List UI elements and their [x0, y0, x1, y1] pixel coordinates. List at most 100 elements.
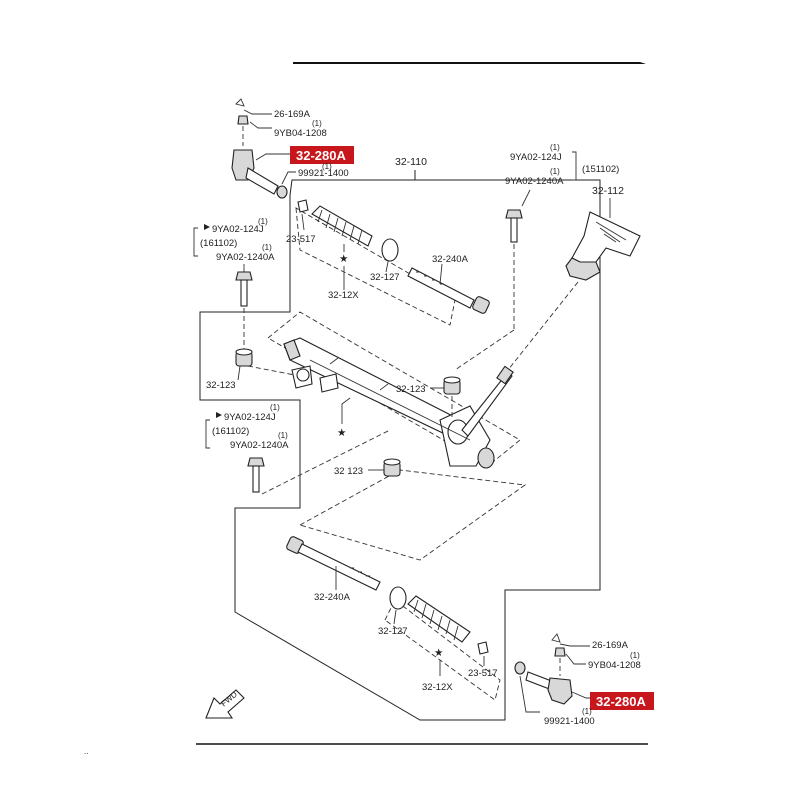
- label-32-240a-top: 32-240A: [432, 254, 469, 265]
- castle-nut-top: [237, 115, 249, 125]
- top-rule: [293, 62, 646, 64]
- dash-insulator-to-shaft: [499, 281, 579, 381]
- clip-23-517-bot: [477, 641, 489, 655]
- castle-nut-bot: [554, 647, 566, 657]
- label-9ya02-1240a-tr: 9YA02-1240A: [505, 176, 564, 187]
- label-9ya02-1240a-l1: 9YA02-1240A: [216, 252, 275, 263]
- dash-bolt-tr-2: [454, 329, 515, 371]
- rack-housing-dash-box: [267, 311, 521, 467]
- clip-23-517-top: [297, 199, 309, 213]
- label-32-123-left: 32-123: [206, 380, 236, 391]
- leader-9yb04-bot: [565, 653, 586, 665]
- label-32-112: 32-112: [592, 185, 624, 197]
- mount-bushing-left: [235, 348, 253, 367]
- label-9ya02-124j-tr: 9YA02-124J: [510, 152, 562, 163]
- leader-23-517-top: [301, 213, 305, 231]
- assembly-frame: [199, 170, 601, 721]
- dash-bushing-left: [247, 365, 301, 377]
- qty-9ya02-1240a-l2: (1): [278, 431, 288, 440]
- qty-9ya02-1240a-tr: (1): [550, 167, 560, 176]
- boot-top: [311, 205, 373, 247]
- leader-star-middle: [341, 397, 351, 424]
- arrow-l1: [204, 224, 210, 230]
- tie-rod-end-arm-top: [245, 167, 279, 195]
- rack-housing: [283, 337, 514, 469]
- mount-bushing-low: [383, 458, 401, 477]
- label-23-517-bot: 23-517: [468, 668, 498, 679]
- dash-insulator-32-112: [565, 211, 641, 281]
- bracket-l1: [193, 227, 198, 257]
- leader-26-169a-top: [243, 109, 272, 115]
- label-9ya02-1240a-l2: 9YA02-1240A: [230, 440, 289, 451]
- inner-tie-rod-top: [407, 267, 490, 314]
- highlight-label-32-280a-bot[interactable]: 32-280A: [596, 694, 646, 709]
- leader-9yb04-top: [249, 121, 272, 129]
- boot-clamp-bot: [389, 586, 407, 610]
- corner-mark: ..: [84, 747, 88, 756]
- highlight-label-32-280a-top[interactable]: 32-280A: [296, 148, 346, 163]
- leader-26-169a-bot: [559, 643, 590, 647]
- label-32-110: 32-110: [395, 156, 427, 168]
- label-32-12x-bot: 32-12X: [422, 682, 453, 693]
- lock-nut-top: [276, 185, 288, 199]
- leader-9ya02-tr: [521, 189, 531, 207]
- label-26-169a-bot: 26-169A: [592, 640, 629, 651]
- label-9ya02-124j-l1: 9YA02-124J: [212, 224, 264, 235]
- label-23-517-top: 23-517: [286, 234, 316, 245]
- arrow-l2: [216, 412, 222, 418]
- leader-32-280a-bot: [571, 691, 592, 699]
- upper-boot-dash-box: [295, 207, 456, 326]
- bracket-tr: [572, 151, 577, 181]
- bolt-l1: [235, 271, 253, 307]
- qty-9yb04-bot: (1): [630, 651, 640, 660]
- label-9yb04-bot: 9YB04-1208: [588, 660, 641, 671]
- lower-boot-dash-box: [384, 599, 501, 701]
- mount-bushing-mid: [443, 376, 461, 395]
- label-32-123-mid: 32-123: [396, 384, 426, 395]
- qty-99921-top: (1): [322, 162, 332, 171]
- leader-32-280a-top: [255, 153, 290, 161]
- label-161102-l1: (161102): [200, 238, 237, 249]
- tie-rod-end-top: [231, 98, 288, 199]
- leader-32-240a-top: [439, 263, 443, 285]
- qty-9ya02-1240a-l1: (1): [262, 243, 272, 252]
- boot-clamp-top: [381, 238, 399, 262]
- label-161102-l2: (161102): [212, 426, 249, 437]
- highlight-box-32-280a-bot[interactable]: [590, 692, 654, 710]
- star-middle: ★: [337, 427, 347, 439]
- label-99921-top: 99921-1400: [298, 168, 349, 179]
- label-32-123-low: 32 123: [334, 466, 363, 477]
- star-bot: ★: [434, 647, 444, 659]
- qty-9ya02-124j-tr: (1): [550, 143, 560, 152]
- bolt-l2: [247, 457, 265, 493]
- leader-32-123-left: [237, 365, 241, 381]
- leader-32-127-top: [385, 261, 389, 273]
- inner-tie-rod-bot: [286, 536, 381, 591]
- cotter-pin-icon: [235, 98, 245, 107]
- label-151102: (151102): [582, 164, 619, 175]
- fwd-arrow-icon: FWD: [205, 689, 245, 719]
- label-32-240a-bot: 32-240A: [314, 592, 351, 603]
- leader-32-127-bot: [393, 609, 397, 625]
- label-26-169a-top: 26-169A: [274, 109, 311, 120]
- lower-dash-box: [298, 469, 527, 561]
- qty-99921-bot: (1): [582, 707, 592, 716]
- highlight-box-32-280a-top[interactable]: [290, 146, 354, 164]
- qty-9ya02-124j-l1: (1): [258, 217, 268, 226]
- bolt-tr: [505, 209, 523, 243]
- bracket-l2: [205, 419, 210, 449]
- tie-rod-end-bot: [514, 661, 573, 705]
- label-99921-bot: 99921-1400: [544, 716, 595, 727]
- label-32-127-top: 32-127: [370, 272, 400, 283]
- qty-9ya02-124j-l2: (1): [270, 403, 280, 412]
- cotter-pin-icon-bot: [551, 633, 561, 643]
- leader-99921-top: [281, 171, 296, 185]
- label-9ya02-124j-l2: 9YA02-124J: [224, 412, 276, 423]
- label-9yb04-top: 9YB04-1208: [274, 128, 327, 139]
- qty-9yb04-top: (1): [312, 119, 322, 128]
- boot-bot: [407, 595, 471, 643]
- leader-99921-bot: [519, 675, 540, 713]
- label-32-12x-top: 32-12X: [328, 290, 359, 301]
- star-top: ★: [339, 253, 349, 265]
